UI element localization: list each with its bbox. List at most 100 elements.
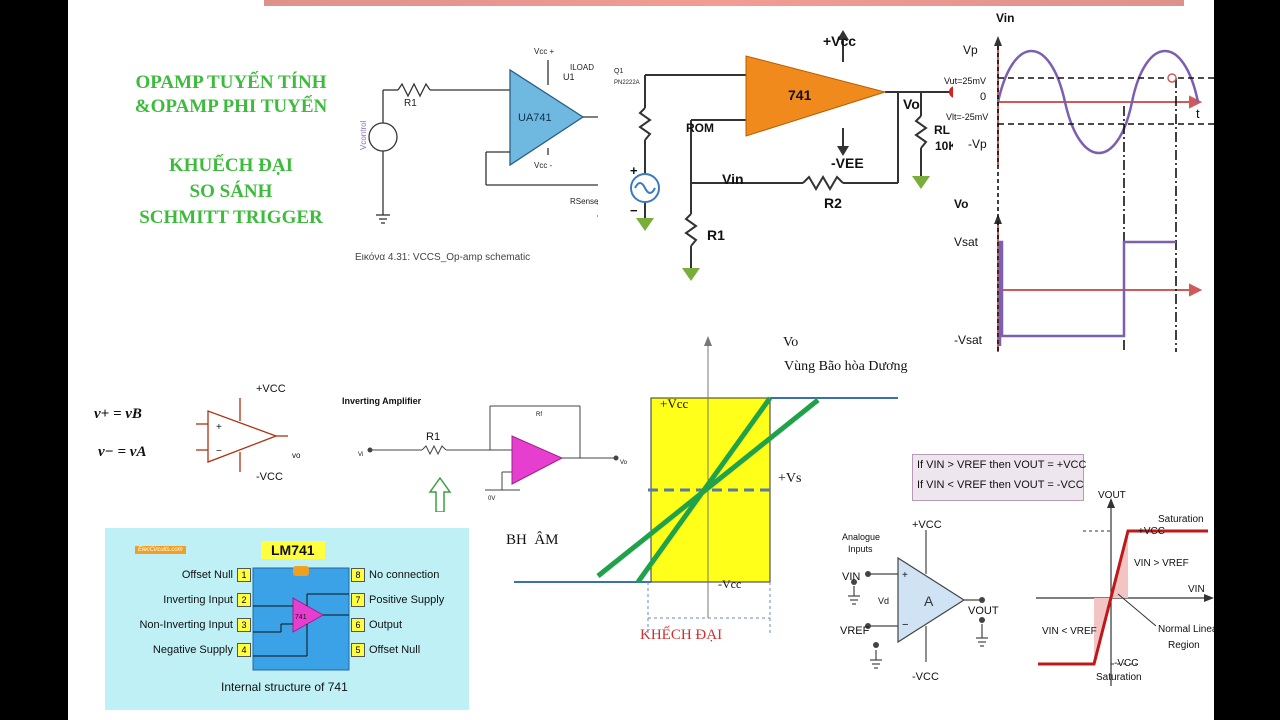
lm741-pin-label: Negative Supply [152,644,233,656]
comparator-vcc-label: +VCC [912,519,942,531]
transfer-vo-axis: Vo [783,335,798,350]
inverting-r1-label: R1 [426,431,440,443]
inverting-vi-label: Vi [358,452,363,458]
wave-zero-label: 0 [980,91,986,103]
schmitt-vin-label: Vin [722,171,744,187]
svg-text:−: − [902,619,908,631]
comparator-inputs-label: Inputs [848,544,873,554]
title-linear-opamp: OPAMP TUYẾN TÍNH [135,72,327,93]
schmitt-vee-label: -VEE [831,155,864,171]
lm741-chip-label: 741 [295,614,307,621]
lm741-pin-row: 6 Output [351,618,469,632]
inverting-vo-label: Vo [620,460,628,466]
inverting-amplifier: Inverting Amplifier R1 Rf Vi Vo 0V [342,396,628,512]
condition-line-2: If VIN < VREF then VOUT = -VCC [917,479,1084,491]
graph-vin-gt-label: VIN > VREF [1134,558,1189,569]
svg-text:−: − [630,203,638,218]
square-output-wave [998,240,1176,346]
lm741-pin-number: 3 [237,618,251,632]
graph-normal-label: Normal Linear [1158,624,1214,635]
vcontrol-label: Vcontrol [359,120,368,150]
vccs-transistor-label: PN2222A [614,80,640,86]
lm741-pin-label: Positive Supply [369,594,445,606]
schmitt-rl-label: RL [934,123,950,137]
comparator-schematic: + − A Vd Analogue Inputs VIN VREF VOUT +… [840,519,999,683]
vccs-caption: Εικόνα 4.31: VCCS_Op-amp schematic [355,252,531,263]
lm741-pin-row: 1 Offset Null [105,568,251,582]
lm741-pin-row: 8 No connection [351,568,469,582]
vccs-vcc-plus-label: Vcc + [534,47,555,56]
comparator-vout-label: VOUT [968,605,999,617]
graph-vin-axis: VIN [1188,584,1205,595]
lm741-pin-number: 5 [351,643,365,657]
schmitt-trigger-circuit: +Vcc 741 -VEE ROM Vin R1 R2 RL 10KΩ + − [630,30,953,281]
wave-vp-label: Vp [963,43,978,57]
lm741-chip-body: 741 [252,566,350,671]
inverting-0v-label: 0V [488,496,495,502]
vccs-schematic: Vcontrol R1 Vcc + Vcc - U1 UA741 ILOAD V… [359,47,598,224]
vccs-rsense-label: RSense [570,197,598,206]
lm741-pin-label: No connection [369,569,440,581]
comparator-a-label: A [924,593,934,609]
sine-input-wave [996,49,1200,155]
wave-vsat-label: Vsat [954,235,979,249]
graph-saturation-bot: Saturation [1096,672,1142,683]
vccs-u1-label: U1 [563,72,575,82]
graph-region-label: Region [1168,640,1200,651]
lm741-pin-label: Offset Null [369,644,421,656]
transfer-vcc-label: +Vcc [660,396,689,411]
transfer-mvcc-label: -Vcc [718,577,742,591]
ideal-vcc-label: +VCC [256,383,286,395]
transfer-vs-label: +Vs [778,471,801,486]
transfer-characteristic: Vùng Bão hòa Dương +Vs Vo [514,335,907,636]
vccs-iload-label: ILOAD [570,63,594,72]
title-amplifier: KHUẾCH ĐẠI [168,155,294,176]
schmitt-vcc-label: +Vcc [823,33,856,49]
lm741-pin-number: 2 [237,593,251,607]
comparator-condition-box: If VIN > VREF then VOUT = +VCC If VIN < … [912,454,1087,501]
comparator-vref-label: VREF [840,625,870,637]
transfer-khuech-label: KHẾCH ĐẠI [640,627,723,643]
wave-mvp-label: -Vp [968,137,987,151]
wave-vlt-label: Vlt=-25mV [946,112,988,122]
transfer-bh-am-label: BH ÂM [506,532,559,548]
inverting-rf-label: Rf [536,412,542,418]
graph-vcc-label: +VCC [1138,526,1165,537]
schmitt-rom-label: ROM [686,121,714,135]
condition-line-1: If VIN > VREF then VOUT = +VCC [917,459,1087,471]
svg-text:+: + [902,570,908,581]
title-comparator: SO SÁNH [189,181,273,202]
comparator-transfer-curve [1038,529,1208,666]
vccs-q1-label: Q1 [614,68,624,75]
lm741-pin-number: 8 [351,568,365,582]
lm741-caption: Internal structure of 741 [221,680,348,694]
schmitt-chip-label: 741 [788,87,812,103]
lm741-pin-label: Non-Inverting Input [139,619,233,631]
vccs-vcc-minus-label: Vcc - [534,161,553,170]
schmitt-vo-label: Vo [903,96,920,112]
svg-text:+: + [216,422,222,433]
wave-t-label: t [1196,106,1200,121]
lm741-pin-number: 6 [351,618,365,632]
wave-vo-label: Vo [954,197,968,211]
lm741-pin-number: 1 [237,568,251,582]
graph-vout-label: VOUT [1098,490,1126,501]
wave-vut-label: Vut=25mV [944,76,986,86]
comparator-vin-label: VIN [842,571,860,583]
schmitt-rl-value: 10KΩ [935,139,953,153]
lm741-pin-label: Offset Null [181,569,233,581]
comparator-vd-label: Vd [878,596,889,606]
lm741-pin-row: 3 Non-Inverting Input [105,618,251,632]
lm741-pin-row: 5 Offset Null [351,643,469,657]
inverting-title: Inverting Amplifier [342,396,422,406]
title-nonlinear-opamp: &OPAMP PHI TUYẾN [134,96,328,117]
graph-vin-lt-label: VIN < VREF [1042,626,1097,637]
lm741-pin-label: Output [369,619,403,631]
ideal-mvcc-label: -VCC [256,471,283,483]
comparator-transfer-graph: Saturation VIN > VREF VIN < VREF Normal … [1036,490,1214,686]
transfer-sat-pos-label: Vùng Bão hòa Dương [784,359,907,374]
ideal-vo-label: vo [292,451,301,460]
